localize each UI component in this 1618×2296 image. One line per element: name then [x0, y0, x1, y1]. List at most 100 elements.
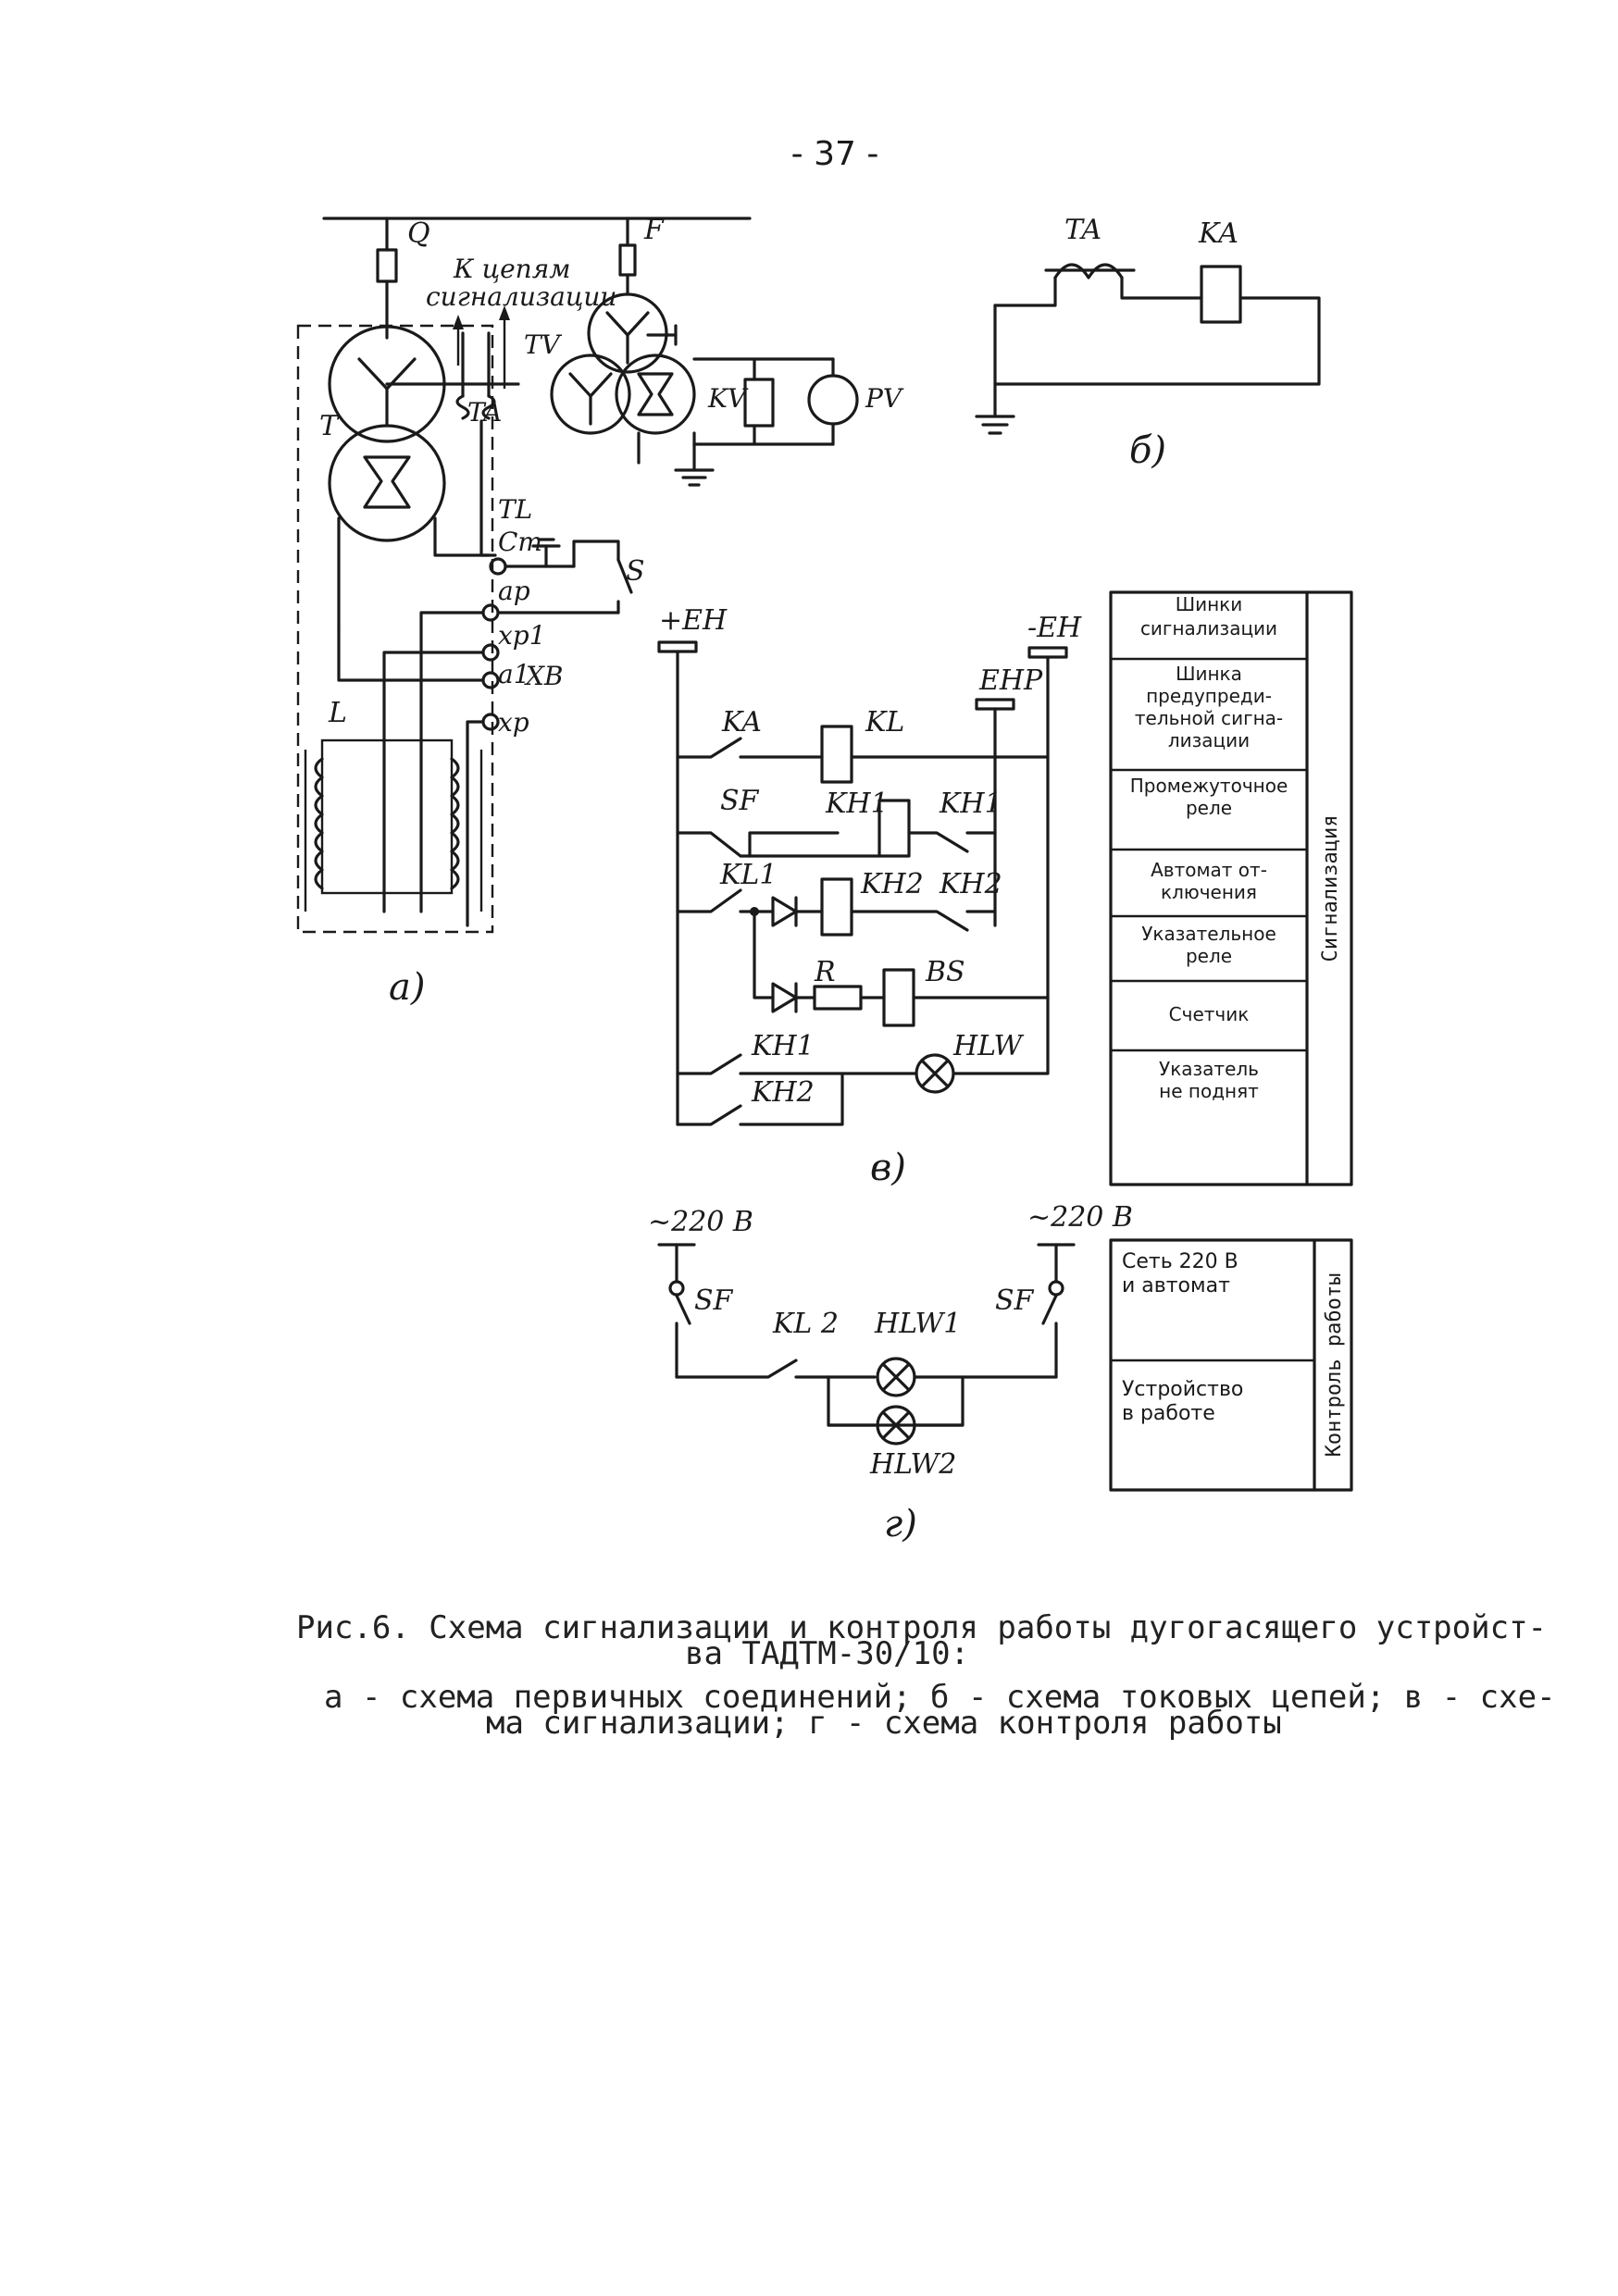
signal-table — [1109, 590, 1353, 1186]
label-xp1: xp1 — [498, 620, 546, 651]
caption-v: в) — [870, 1147, 906, 1189]
label-tv: TV — [524, 329, 563, 360]
figure-caption: Рис.6. Схема сигнализации и контроля раб… — [296, 1609, 1556, 1742]
label-xp: xp — [498, 707, 529, 738]
caption-line-1: Рис.6. Схема сигнализации и контроля раб… — [296, 1609, 1547, 1646]
resistor-r-icon — [813, 985, 863, 1011]
device-enclosure — [296, 324, 494, 934]
label-to-signal-2: сигнализации — [426, 281, 616, 312]
table-v-row-1-line-3: лизации — [1168, 729, 1250, 751]
label-f: F — [643, 214, 665, 246]
label-v-kh2c: KH2 — [751, 1076, 815, 1109]
table-v-row-3-line-1: ключения — [1161, 881, 1257, 903]
transformer-delta-winding-icon — [328, 424, 446, 542]
label-v-kl: KL — [865, 706, 904, 738]
table-v-row-1-line-1: предупреди- — [1146, 685, 1272, 707]
table-v-side-label: Сигнализация — [1319, 815, 1342, 962]
label-v-kh2a: KH2 — [860, 868, 924, 900]
label-v-kl1: KL1 — [719, 859, 777, 891]
caption-b: б) — [1129, 429, 1166, 472]
diode-1-icon — [771, 896, 798, 927]
label-v-kh1c: KH1 — [751, 1030, 815, 1062]
table-v-row-0-line-0: Шинки — [1176, 593, 1243, 615]
diagram-b-current-circuits: TA KA б) — [975, 214, 1321, 472]
label-b-ta: TA — [1064, 214, 1101, 246]
control-table — [1109, 1238, 1353, 1492]
table-v-row-6-line-0: Указатель — [1159, 1058, 1259, 1080]
voltmeter-pv-icon — [807, 374, 859, 426]
table-v-row-1-line-2: тельной сигна- — [1135, 707, 1283, 729]
table-g-row-0-line-1: и автомат — [1122, 1274, 1230, 1297]
label-ap: ap — [498, 576, 530, 606]
fuse-f-icon — [618, 243, 637, 277]
label-a1: a1 — [498, 659, 530, 689]
label-g-sfa: SF — [694, 1285, 734, 1317]
caption-g: г) — [884, 1503, 917, 1545]
label-v-sf: SF — [720, 785, 760, 817]
table-v-row-6-line-1: не поднят — [1159, 1080, 1259, 1102]
caption-line-4: ма сигнализации; г - схема контроля рабо… — [486, 1705, 1282, 1742]
relay-kl-icon — [820, 725, 853, 784]
label-v-kh2b: KH2 — [939, 868, 1002, 900]
page-number: - 37 - — [791, 135, 879, 173]
label-v-ka: KA — [721, 706, 762, 738]
label-s: S — [626, 555, 645, 588]
vt-secondary-star-icon — [550, 354, 631, 435]
caption-a: а) — [389, 966, 425, 1009]
table-g-row-1-line-0: Устройство — [1122, 1378, 1243, 1401]
relay-kv-icon — [743, 378, 775, 428]
label-to-signal: К цепям — [453, 254, 570, 284]
label-v-kh1a: KH1 — [825, 788, 889, 820]
label-q: Q — [407, 217, 430, 250]
label-g-220a: ~220 В — [648, 1206, 753, 1238]
label-plus-eh: +EH — [659, 604, 728, 637]
vt-primary-icon — [587, 292, 668, 374]
table-v-row-1-line-0: Шинка — [1176, 663, 1242, 685]
label-ehp: EHP — [978, 664, 1043, 697]
label-ct: Cт — [498, 527, 542, 557]
table-g-row-1-line-1: в работе — [1122, 1402, 1215, 1425]
label-b-ka: KA — [1198, 217, 1238, 250]
vt-open-delta-icon — [615, 354, 696, 435]
table-v-row-2-line-1: реле — [1186, 797, 1232, 819]
label-g-kl2: KL 2 — [772, 1308, 839, 1340]
arc-suppression-reactor — [320, 738, 454, 895]
label-g-sfb: SF — [995, 1285, 1035, 1317]
label-g-hlw1: HLW1 — [874, 1308, 961, 1340]
label-v-kh1b: KH1 — [939, 788, 1002, 820]
label-xb: XB — [524, 661, 564, 691]
table-v-row-2-line-0: Промежуточное — [1130, 775, 1288, 797]
label-t: T — [319, 410, 340, 442]
diagram-g-operation-control: ~220 В ~220 В SF SF KL 2 HLW1 HLW2 г) — [648, 1201, 1353, 1545]
table-g-side-label: Контроль работы — [1323, 1273, 1346, 1458]
breaker-q-icon — [376, 248, 398, 283]
current-transformer-ta-icon — [1053, 263, 1124, 279]
counter-bs-icon — [882, 968, 915, 1027]
table-v-row-4-line-1: реле — [1186, 945, 1232, 967]
label-v-bs: BS — [925, 956, 965, 988]
table-v-row-3-line-0: Автомат от- — [1151, 859, 1267, 881]
label-tl: TL — [498, 494, 532, 525]
label-kv: KV — [707, 383, 749, 414]
relay-ka-icon — [1200, 265, 1242, 324]
label-v-hlw: HLW — [952, 1030, 1024, 1062]
diagram-a-primary-connections: Q T К цепям сигнализации TV TA TL Cт — [296, 214, 904, 1009]
relay-kh2-icon — [820, 877, 853, 937]
label-l: L — [328, 697, 347, 729]
label-v-r: R — [814, 956, 836, 988]
label-g-220b: ~220 В — [1027, 1201, 1133, 1234]
relay-kh1-icon — [877, 799, 911, 858]
table-v-row-5-line-0: Счетчик — [1169, 1003, 1250, 1025]
label-g-hlw2: HLW2 — [869, 1448, 956, 1481]
label-minus-eh: -EH — [1027, 612, 1082, 644]
caption-line-2: ва ТАДТМ-30/10: — [685, 1635, 969, 1672]
diagram-v-signalling: +EH -EH EHP KA KL SF KH1 KH1 KL1 KH2 KH2 — [657, 590, 1353, 1189]
label-pv: PV — [865, 383, 904, 414]
diode-2-icon — [771, 982, 798, 1013]
table-v-row-0-line-1: сигнализации — [1140, 617, 1277, 639]
table-v-row-4-line-0: Указательное — [1141, 923, 1276, 945]
caption-line-3: а - схема первичных соединений; б - схем… — [324, 1679, 1556, 1716]
table-g-row-0-line-0: Сеть 220 В — [1122, 1250, 1238, 1273]
label-ta: TA — [467, 397, 502, 428]
